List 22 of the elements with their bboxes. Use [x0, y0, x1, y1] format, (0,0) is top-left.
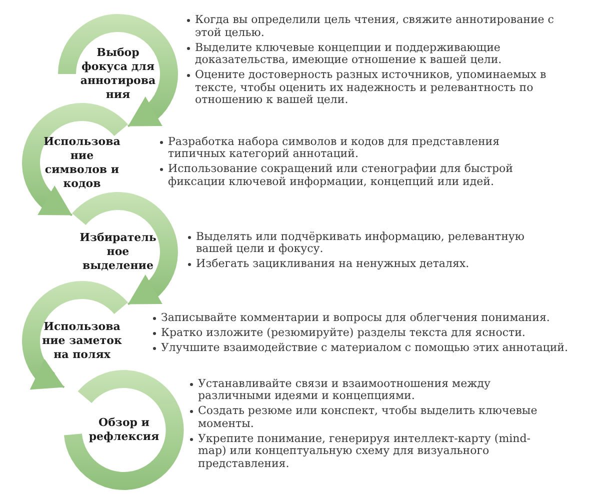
bullet-text: Избегать зацикливания на ненужных деталях. — [196, 258, 470, 271]
step-title: Избирательное выделение — [78, 230, 158, 273]
bullet-text: Записывайте комментарии и вопросы для облегчения понимания. — [160, 312, 550, 324]
step-title: Использование символов и кодов — [42, 134, 122, 191]
bullet-text: Оцените достоверность разных источников, упоминаемых в тексте, чтобы оценить их надежность и релевантность по отношению к вашей цели. — [195, 69, 548, 106]
bullet-text: Выделите ключевые концепции и поддерживающие доказательства, имеющие отношение к вашей цели. — [195, 42, 503, 66]
bullet-text: Кратко изложите (резюмируйте) разделы текста для ясности. — [160, 326, 526, 340]
bullet-text: Использование сокращений или стенографии для быстрой фиксации ключевой информации, концепций или идей. — [168, 163, 514, 188]
step-title: Использование заметок на полях — [41, 320, 123, 362]
arrow — [127, 274, 162, 306]
bullet-text: Устанавливайте связи и взаимоотношения между различными идеями и концепциями. — [198, 378, 492, 403]
bullet-text: Укрепите понимание, генерируя интеллект-карту (mind-map) или концептуальную схему для визуального представления. — [198, 432, 532, 470]
arrow — [30, 358, 65, 390]
bullet-text: Разработка набора символов и кодов для представления типичных категорий аннотаций. — [168, 136, 501, 161]
bullet-text: Создать резюме или конспект, чтобы выделить ключевые моменты. — [198, 405, 538, 430]
bullet-text: Улучшите взаимодействие с материалом с помощью этих аннотаций. — [160, 342, 568, 354]
step-title: Выбор фокуса для аннотирования — [79, 46, 157, 102]
arrow — [38, 186, 73, 216]
bullet-text: Выделять или подчёркивать информацию, релевантную вашей цели и фокусу. — [196, 230, 526, 256]
arrow — [127, 96, 162, 128]
bullet-text: Когда вы определили цель чтения, свяжите аннотирование с этой целью. — [195, 14, 555, 39]
step-title: Обзор и рефлексия — [88, 416, 160, 444]
